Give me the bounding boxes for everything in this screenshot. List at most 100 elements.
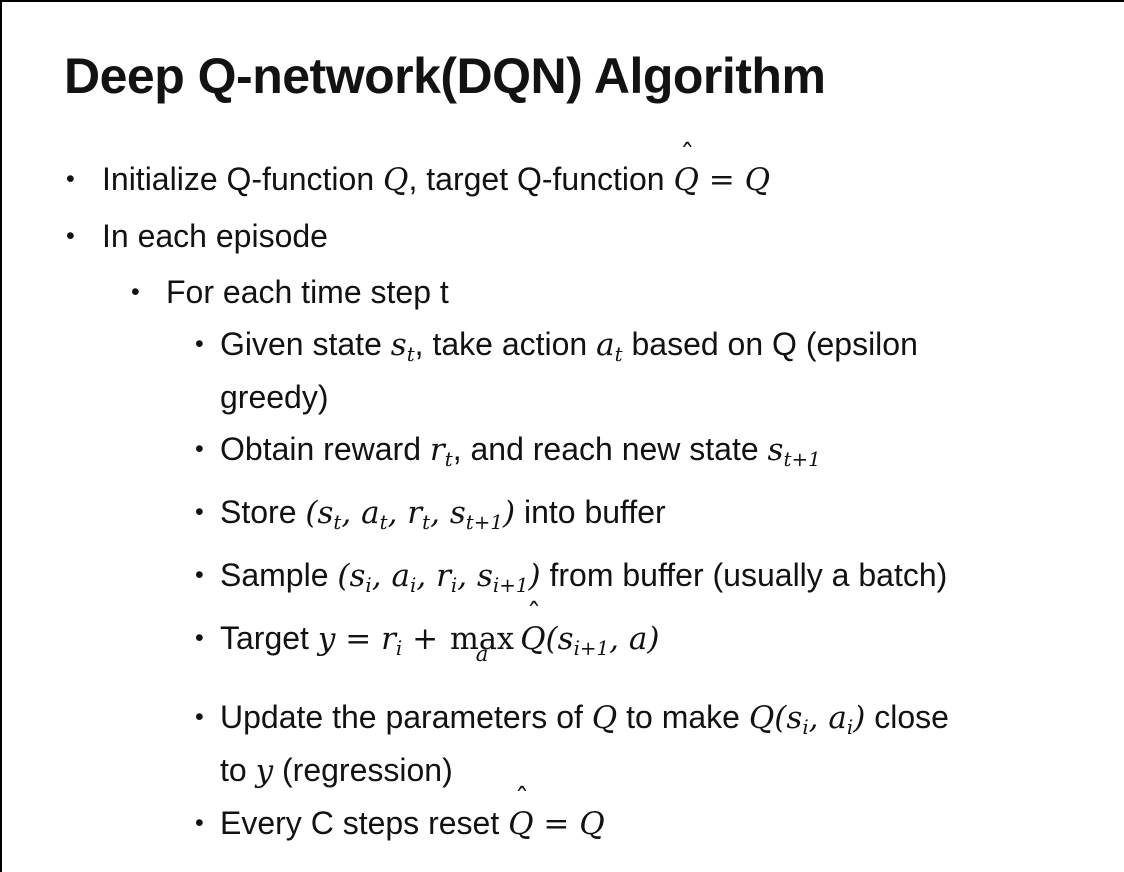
math-segment: t	[614, 342, 623, 366]
math-segment: a	[596, 327, 615, 363]
text-segment: to make	[617, 698, 749, 735]
math-segment: t	[444, 447, 453, 471]
math-segment: i+1	[492, 573, 529, 597]
bullet-text: In each episode	[102, 218, 328, 254]
text-segment: In each episode	[102, 218, 328, 254]
math-segment: )	[528, 557, 541, 594]
bullet-marker-icon: •	[131, 278, 140, 306]
bullet-item: • For each time step t	[2, 271, 1124, 313]
math-segment: , a)	[609, 620, 660, 657]
math-segment: i	[365, 573, 372, 597]
math-segment: (s	[337, 557, 366, 594]
bullet-text: Sample (si, ai, ri, si+1) from buffer (u…	[220, 556, 948, 597]
math-segment: t	[379, 510, 388, 534]
math-segment: r	[429, 431, 445, 468]
bullet-item: • Obtain reward rt, and reach new state s…	[2, 428, 1124, 481]
text-segment: Update the parameters of	[220, 698, 592, 735]
text-segment: into buffer	[515, 493, 666, 530]
math-segment: s	[767, 431, 784, 468]
bullet-marker-icon: •	[195, 808, 204, 837]
text-segment: , target Q-function	[408, 161, 674, 197]
math-segment: , s	[457, 557, 493, 594]
math-segment: Q	[383, 162, 409, 198]
math-segment: t	[333, 510, 342, 534]
bullet-text: Store (st, at, rt, st+1) into buffer	[220, 493, 666, 534]
math-segment: i	[846, 715, 854, 739]
text-segment: greedy)	[220, 378, 329, 415]
bullet-item: •Update the parameters of Q to make Q(si…	[2, 696, 1124, 792]
math-segment: t+1	[465, 510, 503, 534]
text-segment: , take action	[414, 326, 597, 362]
math-segment: (s	[545, 620, 574, 657]
math-segment: , s	[430, 494, 466, 531]
bullet-item: • Initialize Q-function Q, target Q-funct…	[2, 141, 1124, 201]
text-segment: Initialize Q-function	[102, 161, 384, 197]
bullet-text: For each time step t	[166, 274, 449, 310]
bullet-marker-icon: •	[195, 623, 204, 652]
math-segment: y	[255, 752, 274, 789]
bullet-marker-icon: •	[195, 497, 204, 526]
text-segment: based on Q (epsilon	[622, 326, 918, 362]
bullet-text: Update the parameters of Q to make Q(si,…	[220, 698, 949, 789]
math-segment: i	[395, 636, 403, 660]
bullet-marker-icon: •	[195, 330, 204, 358]
math-segment: (s	[774, 699, 803, 736]
slide-title: Deep Q-network(DQN) Algorithm	[64, 48, 826, 104]
math-segment: t+1	[783, 447, 821, 471]
math-segment: , a	[808, 699, 847, 736]
text-segment: , and reach new state	[452, 430, 768, 467]
text-segment: Target	[220, 619, 318, 656]
math-segment: i	[450, 573, 458, 597]
bullet-marker-icon: •	[66, 222, 75, 250]
math-segment: i+1	[573, 636, 610, 660]
math-segment: )	[502, 494, 516, 531]
text-segment: to	[220, 751, 256, 788]
bullet-text: Given state st, take action at based on …	[220, 326, 918, 415]
math-segment: = Q	[533, 805, 605, 842]
text-segment: close	[865, 698, 949, 735]
bullet-item: •Store (st, at, rt, st+1) into buffer	[2, 491, 1124, 544]
math-segment: , r	[416, 557, 451, 594]
math-segment: (s	[305, 494, 334, 531]
math-segment: , a	[371, 557, 410, 594]
bullet-item: •Sample (si, ai, ri, si+1) from buffer (…	[2, 554, 1124, 607]
math-segment: i	[802, 715, 809, 739]
bullet-item: • In each episode	[2, 215, 1124, 257]
text-segment: Sample	[220, 556, 338, 593]
math-segment: t	[406, 342, 415, 366]
text-segment: Given state	[220, 326, 391, 362]
bullet-marker-icon: •	[195, 560, 204, 589]
bullet-text: Initialize Q-function Q, target Q-functi…	[102, 141, 771, 198]
math-segment: , r	[387, 494, 423, 531]
math-segment: t	[422, 510, 431, 534]
text-segment: Obtain reward	[220, 430, 430, 467]
text-segment: Store	[220, 493, 306, 530]
bullet-marker-icon: •	[195, 434, 204, 463]
bullet-marker-icon: •	[195, 702, 204, 731]
math-segment: )	[853, 699, 866, 736]
math-segment: Q	[748, 699, 775, 736]
math-segment: , a	[341, 494, 380, 531]
math-segment: y = r	[317, 620, 396, 657]
math-segment: = Q	[698, 162, 771, 198]
math-segment: Q	[591, 699, 618, 736]
text-segment: For each time step t	[166, 274, 449, 310]
math-segment: i	[410, 573, 417, 597]
math-segment: +	[402, 620, 448, 657]
bullet-item: •Given state st, take action at based on…	[2, 323, 1124, 418]
bullet-marker-icon: •	[66, 165, 75, 193]
math-segment: s	[390, 327, 407, 363]
bullet-list: •Initialize Q-function Q, target Q-funct…	[2, 141, 1124, 845]
text-segment: from buffer (usually a batch)	[540, 556, 948, 593]
text-segment: Every C steps reset	[220, 804, 509, 841]
bullet-text: Obtain reward rt, and reach new state st…	[220, 430, 821, 471]
